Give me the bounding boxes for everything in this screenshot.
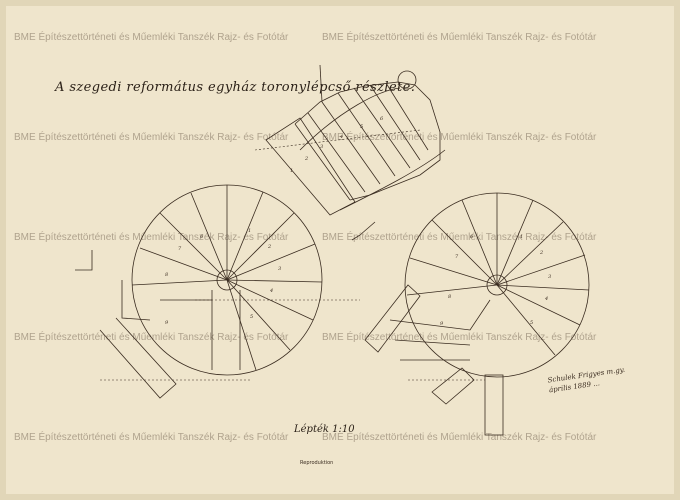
watermark: BME Építészettörténeti és Műemléki Tansz… [14,232,289,243]
svg-text:6: 6 [470,234,474,240]
svg-text:2: 2 [304,156,308,162]
svg-text:2: 2 [267,244,271,250]
svg-text:1: 1 [248,228,251,234]
left-spiral-stair [75,184,323,399]
svg-text:5: 5 [360,124,363,130]
drawing-title: A szegedi református egyház toronylépcső… [55,80,416,95]
svg-text:1: 1 [290,168,293,174]
svg-text:3: 3 [320,144,323,150]
svg-text:4: 4 [544,296,548,302]
watermark: BME Építészettörténeti és Műemléki Tansz… [14,132,289,143]
svg-text:2: 2 [539,250,543,256]
svg-text:1: 1 [520,234,523,240]
svg-text:3: 3 [278,266,281,272]
svg-text:8: 8 [165,272,168,278]
svg-text:4: 4 [339,134,343,140]
upper-stair-fragment [265,64,446,216]
watermark: BME Építészettörténeti és Műemléki Tansz… [14,32,289,43]
watermark: BME Építészettörténeti és Műemléki Tansz… [322,32,597,43]
svg-text:6: 6 [200,234,204,240]
svg-text:9: 9 [440,321,444,327]
svg-text:4: 4 [269,288,273,294]
watermark: BME Építészettörténeti és Műemléki Tansz… [322,232,597,243]
svg-text:7: 7 [178,246,182,252]
watermark: BME Építészettörténeti és Műemléki Tansz… [322,432,597,443]
watermark: BME Építészettörténeti és Műemléki Tansz… [14,432,289,443]
right-spiral-stair [351,192,590,436]
scale-label: Lépték 1:10 [294,424,355,435]
watermark: BME Építészettörténeti és Műemléki Tansz… [322,132,597,143]
bottom-stamp: Reproduktion [300,460,334,466]
svg-text:5: 5 [530,320,533,326]
svg-text:6: 6 [380,116,384,122]
svg-text:3: 3 [548,274,551,280]
svg-text:9: 9 [165,320,169,326]
svg-text:7: 7 [455,254,459,260]
svg-text:5: 5 [250,314,253,320]
svg-text:8: 8 [448,294,451,300]
watermark: BME Építészettörténeti és Műemléki Tansz… [322,332,597,343]
